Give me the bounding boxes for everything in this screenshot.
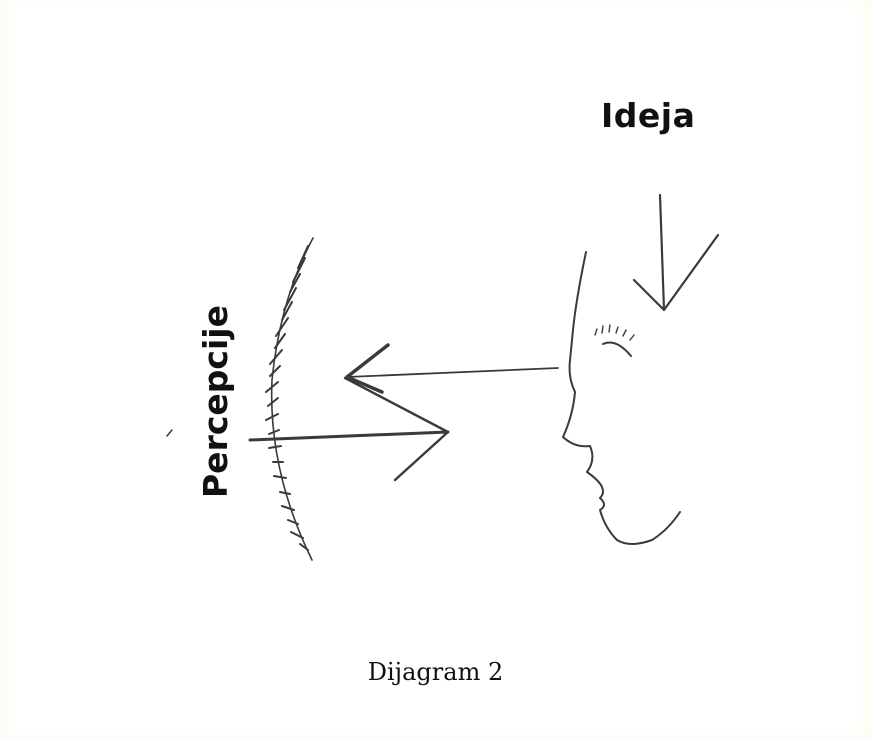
arrow-left-icon: [347, 345, 558, 392]
percepcije-label: Percepcije: [196, 305, 235, 498]
ideja-label: Ideja: [601, 96, 695, 135]
arrow-right-icon: [250, 378, 448, 480]
arrow-down-icon: [634, 195, 718, 310]
diagram-caption: Dijagram 2: [0, 658, 871, 686]
sensory-wall-icon: [266, 238, 313, 560]
